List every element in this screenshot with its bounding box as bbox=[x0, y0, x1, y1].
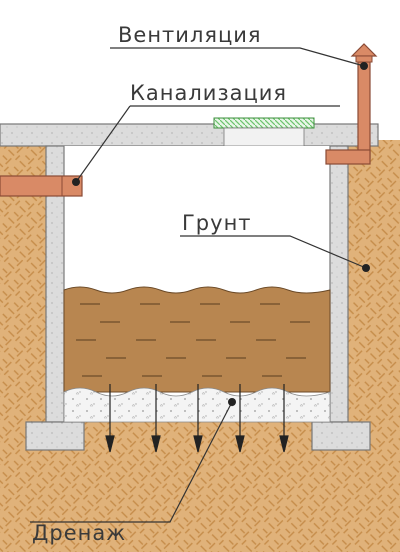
leader-lines bbox=[30, 47, 367, 523]
left-footing bbox=[25, 421, 85, 451]
drain-arrows bbox=[105, 384, 289, 453]
vent-pipe-vertical bbox=[357, 61, 371, 159]
label-sewer: Канализация bbox=[130, 81, 287, 105]
sludge-dashes bbox=[76, 303, 310, 377]
leader-dots bbox=[72, 62, 370, 406]
manhole-opening bbox=[223, 127, 305, 147]
right-wall bbox=[329, 145, 349, 423]
concrete-lid bbox=[0, 123, 379, 147]
label-drainage: Дренаж bbox=[32, 521, 126, 545]
label-ventilation: Вентиляция bbox=[118, 23, 262, 47]
sewer-pipe bbox=[0, 175, 83, 197]
manhole-cover bbox=[213, 117, 315, 129]
label-soil: Грунт bbox=[182, 211, 252, 235]
right-footing bbox=[311, 421, 371, 451]
vent-pipe-cap bbox=[350, 43, 378, 57]
gravel-layer bbox=[63, 387, 331, 423]
vent-pipe-horizontal bbox=[325, 149, 371, 165]
